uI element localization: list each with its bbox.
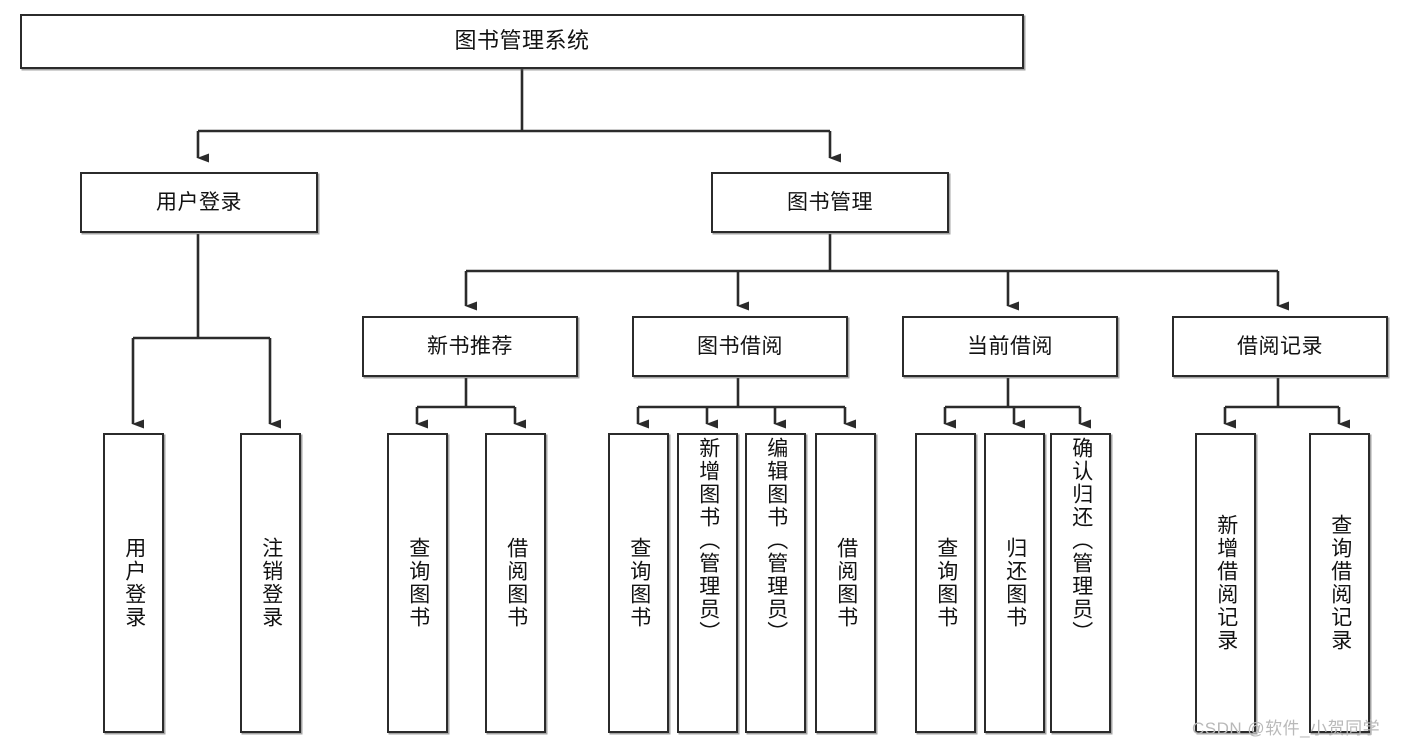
node-leaf-borrow-book-2-label: 借阅图书 <box>834 537 858 629</box>
node-current-borrow[interactable]: 当前借阅 <box>902 316 1118 377</box>
node-leaf-borrow-book-1[interactable]: 借阅图书 <box>485 433 546 733</box>
node-leaf-query-book-2[interactable]: 查询图书 <box>608 433 669 733</box>
node-leaf-edit-book-label: 编辑图书（管理员） <box>764 437 788 644</box>
node-book-borrow-label: 图书借阅 <box>697 334 783 358</box>
node-leaf-confirm-return[interactable]: 确认归还（管理员） <box>1050 433 1111 733</box>
node-new-book-rec-label: 新书推荐 <box>427 334 513 358</box>
csdn-watermark: CSDN @软件_小贺同学 <box>1192 719 1381 738</box>
node-book-manage[interactable]: 图书管理 <box>711 172 949 233</box>
node-leaf-query-book-3[interactable]: 查询图书 <box>915 433 976 733</box>
node-leaf-user-login[interactable]: 用户登录 <box>103 433 164 733</box>
node-leaf-add-record-label: 新增借阅记录 <box>1214 514 1238 652</box>
node-root[interactable]: 图书管理系统 <box>20 14 1024 69</box>
node-leaf-confirm-return-label: 确认归还（管理员） <box>1069 437 1093 644</box>
node-borrow-record[interactable]: 借阅记录 <box>1172 316 1388 377</box>
node-book-borrow[interactable]: 图书借阅 <box>632 316 848 377</box>
node-leaf-edit-book[interactable]: 编辑图书（管理员） <box>745 433 806 733</box>
node-leaf-logout-label: 注销登录 <box>259 537 283 629</box>
node-leaf-query-record-label: 查询借阅记录 <box>1328 514 1352 652</box>
node-leaf-borrow-book-2[interactable]: 借阅图书 <box>815 433 876 733</box>
node-leaf-add-book[interactable]: 新增图书（管理员） <box>677 433 738 733</box>
node-leaf-logout[interactable]: 注销登录 <box>240 433 301 733</box>
node-leaf-query-book-1-label: 查询图书 <box>406 537 430 629</box>
node-current-borrow-label: 当前借阅 <box>967 334 1053 358</box>
node-user-login-label: 用户登录 <box>156 190 242 214</box>
node-leaf-query-book-2-label: 查询图书 <box>627 537 651 629</box>
node-leaf-add-record[interactable]: 新增借阅记录 <box>1195 433 1256 733</box>
node-leaf-add-book-label: 新增图书（管理员） <box>696 437 720 644</box>
node-leaf-query-book-3-label: 查询图书 <box>934 537 958 629</box>
node-leaf-return-book-label: 归还图书 <box>1003 537 1027 629</box>
node-new-book-rec[interactable]: 新书推荐 <box>362 316 578 377</box>
node-book-manage-label: 图书管理 <box>787 190 873 214</box>
node-user-login[interactable]: 用户登录 <box>80 172 318 233</box>
node-leaf-user-login-label: 用户登录 <box>122 537 146 629</box>
node-leaf-borrow-book-1-label: 借阅图书 <box>504 537 528 629</box>
node-leaf-query-book-1[interactable]: 查询图书 <box>387 433 448 733</box>
node-leaf-query-record[interactable]: 查询借阅记录 <box>1309 433 1370 733</box>
node-leaf-return-book[interactable]: 归还图书 <box>984 433 1045 733</box>
node-root-label: 图书管理系统 <box>454 28 590 54</box>
node-borrow-record-label: 借阅记录 <box>1237 334 1323 358</box>
